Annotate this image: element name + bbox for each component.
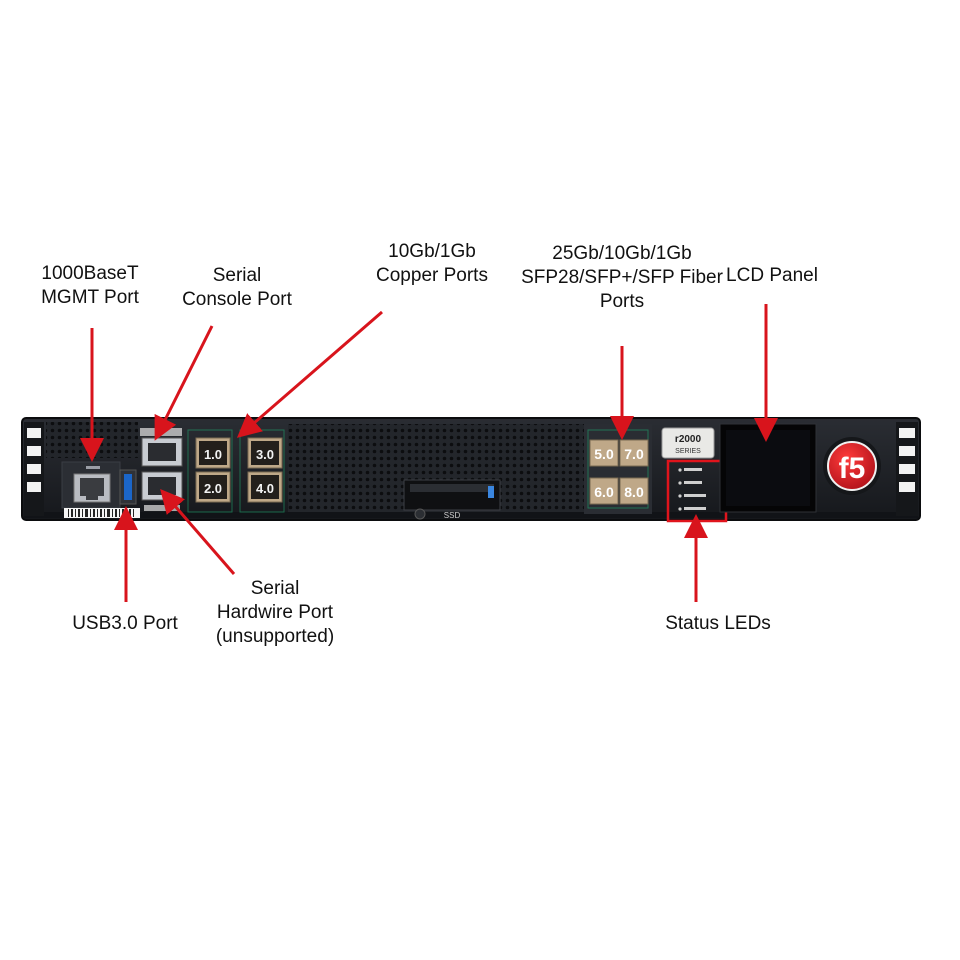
serial-hardwire-port-label: Serial Hardwire Port (unsupported) bbox=[215, 578, 335, 647]
copper-port-label: 1.0 bbox=[204, 447, 222, 462]
ssd-label: SSD bbox=[444, 511, 461, 520]
arrow-hardwire bbox=[160, 488, 236, 575]
left-ear bbox=[24, 422, 44, 516]
status-leds-label: Status LEDs bbox=[665, 613, 771, 634]
fiber-port-label: 8.0 bbox=[624, 484, 644, 500]
f5-logo-text: f5 bbox=[839, 452, 866, 485]
lcd-panel bbox=[719, 423, 817, 513]
copper-ports: 1.0 2.0 3.0 4.0 bbox=[187, 429, 285, 513]
fiber-ports: 5.0 7.0 6.0 8.0 bbox=[584, 424, 652, 514]
usb-port bbox=[119, 469, 137, 505]
fiber-port-8: 8.0 bbox=[619, 477, 649, 505]
fiber-port-7: 7.0 bbox=[619, 439, 649, 467]
mgmt-port-label: 1000BaseT MGMT Port bbox=[41, 263, 139, 308]
copper-port-label: 4.0 bbox=[256, 481, 274, 496]
copper-port-label: 3.0 bbox=[256, 447, 274, 462]
serial-console-port-label: Serial Console Port bbox=[182, 265, 292, 310]
series-text: SERIES bbox=[675, 448, 701, 455]
copper-port-1: 1.0 bbox=[195, 437, 231, 469]
ssd-bay: SSD bbox=[403, 479, 501, 520]
fiber-port-label: 6.0 bbox=[594, 484, 614, 500]
fiber-port-6: 6.0 bbox=[589, 477, 619, 505]
fiber-ports-label: 25Gb/10Gb/1Gb SFP28/SFP+/SFP Fiber Ports bbox=[521, 243, 723, 312]
copper-ports-label: 10Gb/1Gb Copper Ports bbox=[376, 241, 488, 286]
arrow-console bbox=[154, 325, 214, 441]
right-ear bbox=[896, 422, 918, 516]
copper-port-3: 3.0 bbox=[247, 437, 283, 469]
arrow-copper bbox=[236, 310, 383, 438]
callout-arrows bbox=[80, 304, 778, 602]
copper-port-label: 2.0 bbox=[204, 481, 222, 496]
series-badge: r2000 SERIES bbox=[661, 427, 715, 459]
usb-port-label: USB3.0 Port bbox=[72, 613, 178, 634]
mgmt-port bbox=[61, 461, 121, 509]
series-model: r2000 bbox=[675, 434, 702, 445]
fiber-port-5: 5.0 bbox=[589, 439, 619, 467]
copper-port-4: 4.0 bbox=[247, 471, 283, 503]
fiber-port-label: 7.0 bbox=[624, 446, 644, 462]
fiber-port-label: 5.0 bbox=[594, 446, 614, 462]
lcd-panel-label: LCD Panel bbox=[726, 265, 818, 286]
copper-port-2: 2.0 bbox=[195, 471, 231, 503]
f5-logo: f5 bbox=[823, 437, 881, 495]
barcode-sticker bbox=[64, 508, 140, 518]
